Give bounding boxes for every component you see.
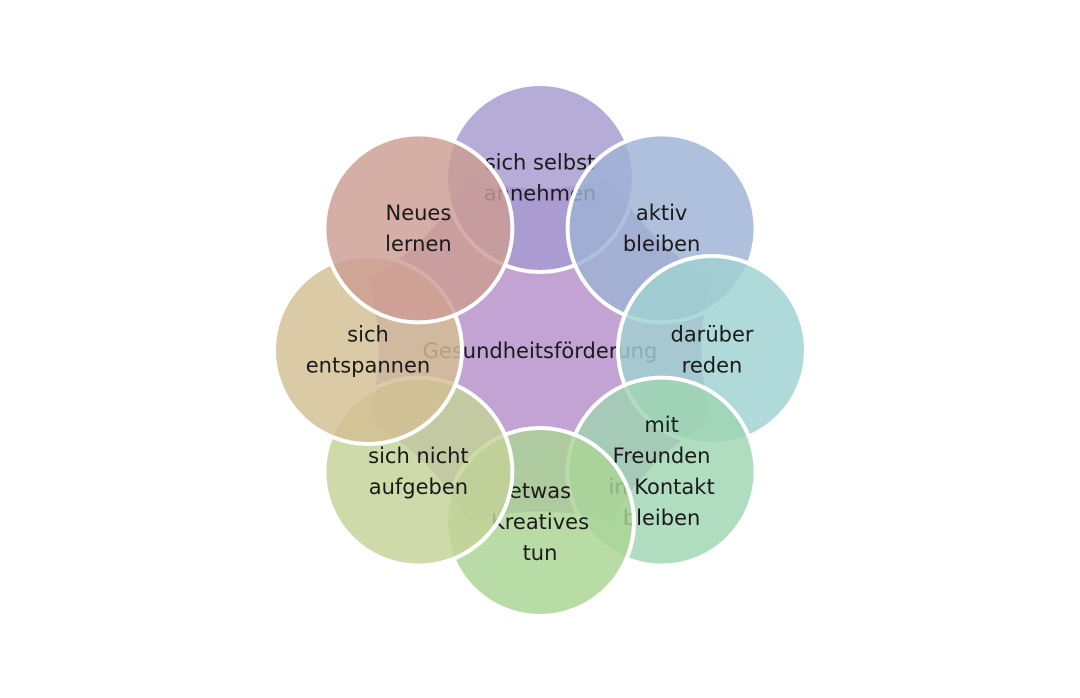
node-circle-7 (322, 132, 515, 325)
node-7: Neues lernen (322, 132, 515, 325)
node-label-line: darüber (670, 323, 753, 347)
node-label-7: Neues lernen (385, 201, 452, 256)
node-label-line: aktiv (636, 201, 688, 225)
node-label-line: entspannen (306, 354, 430, 378)
node-label-line: tun (523, 541, 558, 565)
node-label-line: lernen (385, 232, 452, 256)
node-label-line: etwas (509, 479, 571, 503)
node-label-line: sich selbst (485, 151, 596, 175)
node-label-line: sich (347, 323, 389, 347)
node-label-5: sich nicht aufgeben (368, 444, 469, 499)
node-label-line: Neues (385, 201, 451, 225)
node-label-line: mit (644, 413, 679, 437)
node-label-1: aktiv bleiben (623, 201, 700, 256)
node-label-line: reden (682, 354, 743, 378)
node-label-line: bleiben (623, 232, 700, 256)
node-label-2: darüber reden (670, 323, 753, 378)
node-label-line: sich nicht (368, 444, 469, 468)
node-label-line: Kreatives (491, 510, 589, 534)
node-label-line: Freunden (613, 444, 711, 468)
node-label-6: sich entspannen (306, 323, 430, 378)
node-label-line: aufgeben (369, 475, 468, 499)
